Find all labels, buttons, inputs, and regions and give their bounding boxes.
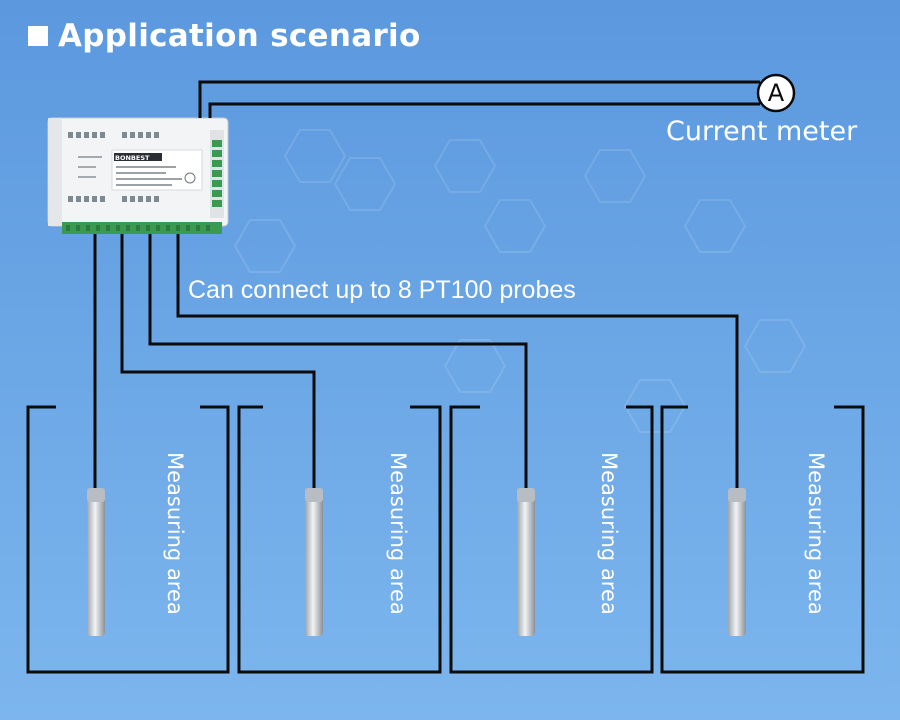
pt100-probe-3	[517, 488, 535, 636]
pt100-probe-2	[305, 488, 323, 636]
temperature-acquisition-module: BONBEST	[47, 117, 229, 234]
probe-wires	[93, 234, 739, 490]
pt100-probe-4	[728, 488, 746, 636]
measuring-area-label-1: Measuring area	[163, 452, 187, 615]
hexagon-pattern	[233, 129, 807, 433]
device-brand: BONBEST	[115, 154, 150, 162]
page-header: Application scenario	[28, 18, 421, 54]
measuring-area-label-2: Measuring area	[386, 452, 410, 615]
pt100-probe-1	[87, 488, 105, 636]
measuring-containers	[26, 405, 865, 674]
current-meter-label: Current meter	[666, 116, 858, 147]
ammeter-icon	[756, 73, 796, 113]
measuring-area-label-4: Measuring area	[804, 452, 828, 615]
page-title: Application scenario	[58, 18, 421, 54]
probes-note: Can connect up to 8 PT100 probes	[188, 276, 576, 304]
meter-wires	[198, 80, 760, 118]
ammeter-symbol: A	[767, 79, 785, 107]
title-bullet-icon	[28, 26, 48, 46]
measuring-area-label-3: Measuring area	[597, 452, 621, 615]
